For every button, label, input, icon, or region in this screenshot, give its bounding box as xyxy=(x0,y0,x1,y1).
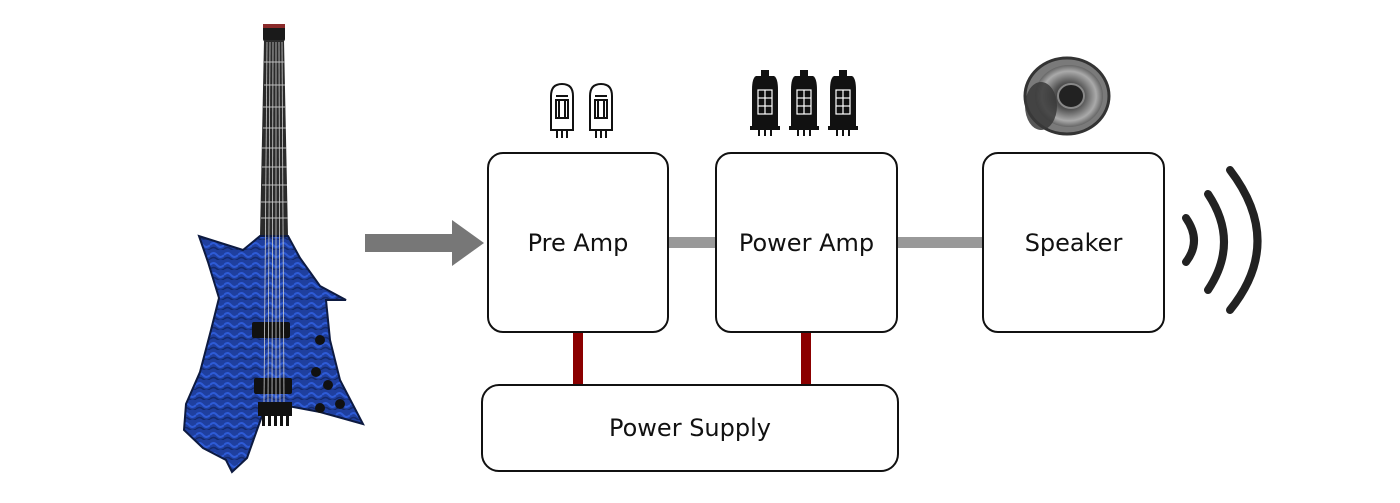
preamp-tube-icon xyxy=(550,82,613,138)
speaker-block: Speaker xyxy=(982,152,1165,333)
power-link-pre-amp xyxy=(573,333,583,384)
power-amp-block: Power Amp xyxy=(715,152,898,333)
signal-input-arrow xyxy=(365,220,484,266)
speaker-label: Speaker xyxy=(1024,228,1123,257)
power-supply-block: Power Supply xyxy=(481,384,899,472)
power-supply-label: Power Supply xyxy=(609,414,771,442)
power-link-power-amp xyxy=(801,333,811,384)
signal-link-power-to-speaker xyxy=(898,237,983,248)
power-tube-icon xyxy=(750,70,858,136)
electric-guitar-icon xyxy=(182,24,365,474)
pre-amp-block: Pre Amp xyxy=(487,152,669,333)
signal-link-pre-to-power xyxy=(669,237,716,248)
speaker-icon xyxy=(1023,56,1111,136)
pre-amp-label: Pre Amp xyxy=(527,228,629,257)
sound-waves-icon xyxy=(1182,166,1262,314)
power-amp-label: Power Amp xyxy=(738,228,875,257)
